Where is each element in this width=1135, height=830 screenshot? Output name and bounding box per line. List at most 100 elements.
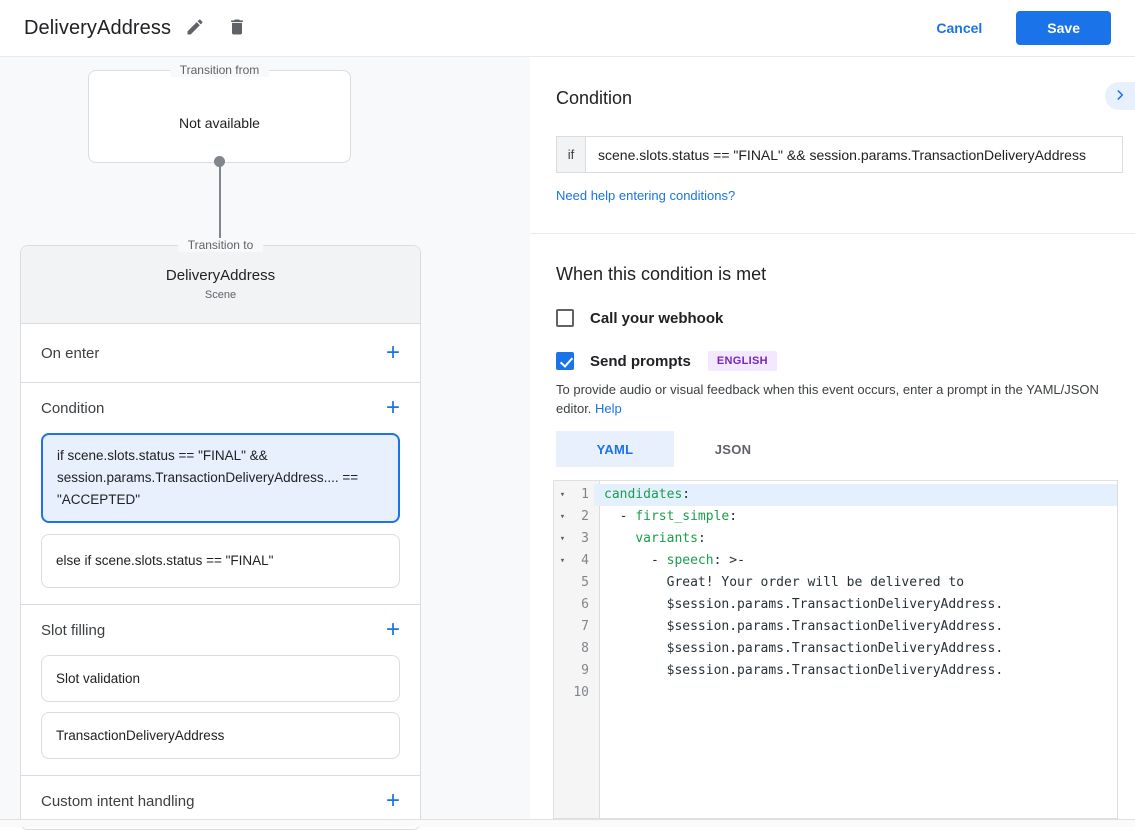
line-number: 7 xyxy=(571,616,594,638)
language-badge: ENGLISH xyxy=(708,351,777,371)
transition-from-label: Transition from xyxy=(170,63,270,77)
add-condition-button[interactable]: + xyxy=(386,398,400,418)
save-button[interactable]: Save xyxy=(1016,11,1111,45)
condition-card-selected[interactable]: if scene.slots.status == "FINAL" && sess… xyxy=(41,433,400,523)
code-text xyxy=(594,682,1117,704)
code-text: candidates: xyxy=(594,484,1117,506)
code-line: 6 $session.params.TransactionDeliveryAdd… xyxy=(554,594,1117,616)
code-text: $session.params.TransactionDeliveryAddre… xyxy=(594,594,1117,616)
slot-validation-card[interactable]: Slot validation xyxy=(41,655,400,702)
tab-json[interactable]: JSON xyxy=(674,431,792,467)
fold-toggle-icon[interactable]: ▾ xyxy=(554,484,571,506)
slot-filling-title: Slot filling xyxy=(41,622,105,639)
scene-type-label: Scene xyxy=(21,289,420,301)
condition-cards: if scene.slots.status == "FINAL" && sess… xyxy=(21,433,420,605)
condition-section-title: Condition xyxy=(41,400,104,417)
cancel-button[interactable]: Cancel xyxy=(936,20,982,36)
fold-spacer xyxy=(554,616,571,638)
code-text: - speech: >- xyxy=(594,550,1117,572)
condition-help-link[interactable]: Need help entering conditions? xyxy=(556,188,735,203)
editor-tabs: YAML JSON xyxy=(556,431,1135,467)
fold-spacer xyxy=(554,682,571,704)
on-enter-title: On enter xyxy=(41,345,99,362)
tab-yaml[interactable]: YAML xyxy=(556,431,674,467)
line-number: 2 xyxy=(571,506,594,528)
condition-expression-input[interactable] xyxy=(585,136,1123,173)
prompt-description-text: To provide audio or visual feedback when… xyxy=(556,382,1099,416)
code-text: $session.params.TransactionDeliveryAddre… xyxy=(594,616,1117,638)
condition-expression-row: if xyxy=(556,136,1123,173)
send-prompts-row: Send prompts ENGLISH xyxy=(556,351,1135,371)
page-title: DeliveryAddress xyxy=(24,17,171,40)
slot-transaction-delivery-address-card[interactable]: TransactionDeliveryAddress xyxy=(41,712,400,759)
condition-title-row: Condition + xyxy=(21,383,420,433)
top-bar: DeliveryAddress Cancel Save xyxy=(0,0,1135,57)
line-number: 10 xyxy=(571,682,594,704)
transition-to-label: Transition to xyxy=(178,238,264,252)
code-text: Great! Your order will be delivered to xyxy=(594,572,1117,594)
webhook-row: Call your webhook xyxy=(556,309,1135,327)
section-on-enter: On enter + xyxy=(21,324,420,383)
slot-cards: Slot validation TransactionDeliveryAddre… xyxy=(21,655,420,776)
prompt-description: To provide audio or visual feedback when… xyxy=(556,380,1118,418)
trash-icon xyxy=(227,17,247,40)
section-slot-filling: Slot filling + Slot validation Transacti… xyxy=(21,605,420,776)
condition-detail-panel: Condition if Need help entering conditio… xyxy=(530,57,1135,819)
add-on-enter-button[interactable]: + xyxy=(386,343,400,363)
code-text: - first_simple: xyxy=(594,506,1117,528)
delete-scene-button[interactable] xyxy=(219,10,255,46)
code-text: $session.params.TransactionDeliveryAddre… xyxy=(594,638,1117,660)
if-label: if xyxy=(556,136,585,173)
line-number: 6 xyxy=(571,594,594,616)
code-line: 7 $session.params.TransactionDeliveryAdd… xyxy=(554,616,1117,638)
help-link[interactable]: Help xyxy=(595,401,622,416)
fold-toggle-icon[interactable]: ▾ xyxy=(554,550,571,572)
add-custom-intent-button[interactable]: + xyxy=(386,791,400,811)
line-number: 3 xyxy=(571,528,594,550)
line-number: 8 xyxy=(571,638,594,660)
code-line: 8 $session.params.TransactionDeliveryAdd… xyxy=(554,638,1117,660)
code-line: 5 Great! Your order will be delivered to xyxy=(554,572,1117,594)
chevron-right-icon xyxy=(1113,88,1127,105)
line-number: 9 xyxy=(571,660,594,682)
fold-spacer xyxy=(554,638,571,660)
scene-card: Transition to DeliveryAddress Scene On e… xyxy=(20,245,421,830)
when-met-title: When this condition is met xyxy=(556,264,1135,285)
fold-toggle-icon[interactable]: ▾ xyxy=(554,528,571,550)
transition-from-value: Not available xyxy=(89,115,350,131)
code-line: ▾4 - speech: >- xyxy=(554,550,1117,572)
transition-from-box: Transition from Not available xyxy=(88,70,351,163)
code-text: $session.params.TransactionDeliveryAddre… xyxy=(594,660,1117,682)
send-prompts-label: Send prompts xyxy=(590,353,691,370)
condition-card-else[interactable]: else if scene.slots.status == "FINAL" xyxy=(41,534,400,588)
collapse-panel-button[interactable] xyxy=(1105,82,1135,110)
section-condition: Condition + if scene.slots.status == "FI… xyxy=(21,383,420,605)
code-line: 10 xyxy=(554,682,1117,704)
code-line: 9 $session.params.TransactionDeliveryAdd… xyxy=(554,660,1117,682)
line-number: 1 xyxy=(571,484,594,506)
code-text: variants: xyxy=(594,528,1117,550)
fold-spacer xyxy=(554,572,571,594)
condition-detail-title: Condition xyxy=(556,88,1135,109)
call-webhook-label: Call your webhook xyxy=(590,310,723,327)
code-line: ▾2 - first_simple: xyxy=(554,506,1117,528)
scene-name: DeliveryAddress xyxy=(21,267,420,284)
fold-toggle-icon[interactable]: ▾ xyxy=(554,506,571,528)
slot-filling-title-row: Slot filling + xyxy=(21,605,420,655)
bottom-strip xyxy=(0,819,1135,827)
line-number: 4 xyxy=(571,550,594,572)
edit-scene-button[interactable] xyxy=(177,10,213,46)
pencil-icon xyxy=(185,17,205,40)
send-prompts-checkbox[interactable] xyxy=(556,352,574,370)
call-webhook-checkbox[interactable] xyxy=(556,309,574,327)
scene-canvas: Transition from Not available Transition… xyxy=(0,57,530,819)
fold-spacer xyxy=(554,594,571,616)
detail-divider xyxy=(530,233,1135,234)
line-number: 5 xyxy=(571,572,594,594)
fold-spacer xyxy=(554,660,571,682)
scene-card-header: DeliveryAddress Scene xyxy=(21,246,420,324)
add-slot-button[interactable]: + xyxy=(386,620,400,640)
custom-intent-title: Custom intent handling xyxy=(41,793,194,810)
